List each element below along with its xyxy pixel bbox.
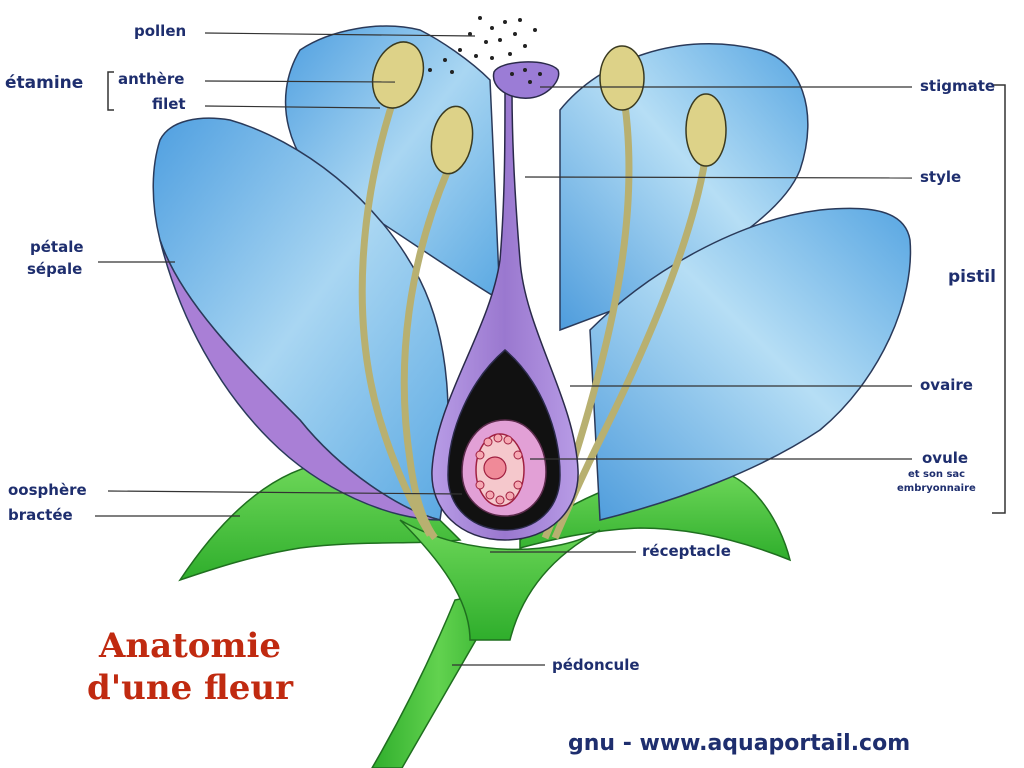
credit-footer: gnu - www.aquaportail.com: [568, 731, 911, 756]
label-stigmate: stigmate: [920, 77, 996, 95]
label-filet: filet: [152, 95, 186, 113]
label-oosphere: oosphère: [8, 481, 87, 499]
label-ovaire: ovaire: [920, 376, 973, 394]
leader-lines: [95, 32, 913, 666]
anther-1: [371, 41, 425, 109]
filament-1: [358, 93, 434, 537]
label-pollen: pollen: [134, 22, 187, 40]
label-sepale: sépale: [27, 260, 83, 278]
anther-2: [430, 105, 474, 175]
sepal-left: [159, 239, 441, 521]
label-bractee: bractée: [8, 506, 73, 524]
title-line-1: Anatomie: [98, 626, 282, 666]
egg-cell: [483, 456, 507, 480]
stigma: [492, 61, 560, 99]
label-pistil: pistil: [948, 267, 996, 287]
embryo-sac-cells: [475, 433, 523, 505]
label-ovule-sub-2: embryonnaire: [897, 483, 976, 494]
label-anthere: anthère: [118, 70, 185, 88]
title-line-2: d'une fleur: [86, 668, 294, 708]
label-ovule-sub-1: et son sac: [908, 469, 966, 480]
label-pedoncule: pédoncule: [552, 656, 640, 674]
pollen-grains: [428, 16, 537, 74]
anther-3: [599, 45, 645, 111]
receptacle-base: [399, 519, 601, 641]
anther-4: [685, 93, 727, 167]
filament-2: [400, 168, 452, 541]
pistil-bracket: [992, 84, 1006, 514]
label-etamine: étamine: [5, 73, 84, 93]
petal-back-left: [284, 25, 501, 302]
label-petale: pétale: [30, 238, 84, 256]
etamine-bracket: [107, 71, 114, 111]
label-style: style: [920, 168, 962, 186]
label-receptacle: réceptacle: [642, 542, 731, 560]
label-ovule: ovule: [922, 449, 969, 467]
